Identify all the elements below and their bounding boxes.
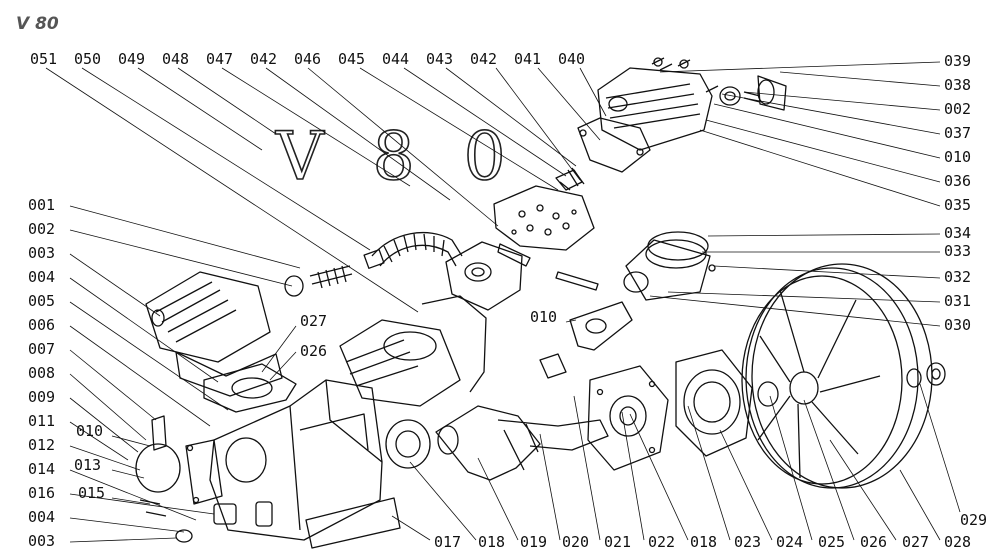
label-041: 041: [514, 50, 541, 68]
label-042: 042: [250, 50, 277, 68]
label-034: 034: [944, 224, 971, 242]
label-027: 027: [300, 312, 327, 330]
corner-title: V 80: [16, 14, 59, 34]
cylinder-head-top: [577, 67, 713, 173]
label-033: 033: [944, 242, 971, 260]
label-024: 024: [776, 533, 803, 551]
label-040: 040: [558, 50, 585, 68]
label-027: 027: [902, 533, 929, 551]
bearing-housing: [675, 349, 753, 457]
left-bearing: [385, 419, 431, 469]
flywheel: [741, 263, 933, 489]
label-047: 047: [206, 50, 233, 68]
label-050: 050: [74, 50, 101, 68]
label-011: 011: [28, 412, 55, 430]
label-020: 020: [562, 533, 589, 551]
label-007: 007: [28, 340, 55, 358]
label-028: 028: [944, 533, 971, 551]
transfer-pipe: [363, 232, 463, 269]
valve-plate: [493, 185, 595, 251]
label-018: 018: [690, 533, 717, 551]
label-026: 026: [300, 342, 327, 360]
label-017: 017: [434, 533, 461, 551]
label-005: 005: [28, 292, 55, 310]
label-016: 016: [28, 484, 55, 502]
bearing-cover-plate: [587, 365, 669, 471]
label-010: 010: [944, 148, 971, 166]
left-head-gasket: [203, 363, 297, 413]
top-labels: 051 050 049 048 047 042 046 045 044 043 042 041 040: [30, 50, 585, 68]
label-002: 002: [944, 100, 971, 118]
label-023: 023: [734, 533, 761, 551]
label-032: 032: [944, 268, 971, 286]
head-studs: [651, 57, 719, 93]
bottom-labels: 017 018 019 020 021 022 018 023 024 025 026 027 028: [434, 533, 971, 551]
label-014: 014: [28, 460, 55, 478]
label-048: 048: [162, 50, 189, 68]
center-title: V 8 0: [275, 117, 520, 196]
label-010: 010: [530, 308, 557, 326]
label-003: 003: [28, 244, 55, 262]
label-004: 004: [28, 508, 55, 526]
label-025: 025: [818, 533, 845, 551]
label-022: 022: [648, 533, 675, 551]
piston-assembly: [555, 231, 716, 301]
label-051: 051: [30, 50, 57, 68]
label-045: 045: [338, 50, 365, 68]
label-035: 035: [944, 196, 971, 214]
label-039: 039: [944, 52, 971, 70]
spring-and-filter: [284, 265, 353, 297]
label-044: 044: [382, 50, 409, 68]
label-004: 004: [28, 268, 55, 286]
leader-lines: [45, 61, 961, 543]
label-029: 029: [960, 511, 987, 529]
label-037: 037: [944, 124, 971, 142]
label-018: 018: [478, 533, 505, 551]
reed-valves: [555, 167, 585, 191]
label-003: 003: [28, 532, 55, 550]
label-046: 046: [294, 50, 321, 68]
label-019: 019: [520, 533, 547, 551]
label-008: 008: [28, 364, 55, 382]
label-021: 021: [604, 533, 631, 551]
label-013: 013: [74, 456, 101, 474]
label-030: 030: [944, 316, 971, 334]
label-002: 002: [28, 220, 55, 238]
inner-labels: 027 026 010 013 015 010: [74, 308, 557, 502]
crankshaft: [435, 405, 609, 481]
label-031: 031: [944, 292, 971, 310]
label-001: 001: [28, 196, 55, 214]
side-cover: [135, 415, 223, 505]
label-036: 036: [944, 172, 971, 190]
label-043: 043: [426, 50, 453, 68]
label-012: 012: [28, 436, 55, 454]
left-cylinder: [339, 295, 487, 407]
label-010: 010: [76, 422, 103, 440]
label-042: 042: [470, 50, 497, 68]
label-006: 006: [28, 316, 55, 334]
left-labels: 001 002 003 004 005 006 007 008 009 011 012 014 016 0…: [28, 196, 55, 550]
label-038: 038: [944, 76, 971, 94]
label-049: 049: [118, 50, 145, 68]
left-cylinder-head: [145, 271, 283, 397]
crankcase: [209, 379, 401, 549]
label-015: 015: [78, 484, 105, 502]
flywheel-nut: [757, 362, 946, 407]
lower-valve-plate: [445, 241, 531, 311]
label-009: 009: [28, 388, 55, 406]
label-026: 026: [860, 533, 887, 551]
connecting-rod: [539, 301, 633, 379]
